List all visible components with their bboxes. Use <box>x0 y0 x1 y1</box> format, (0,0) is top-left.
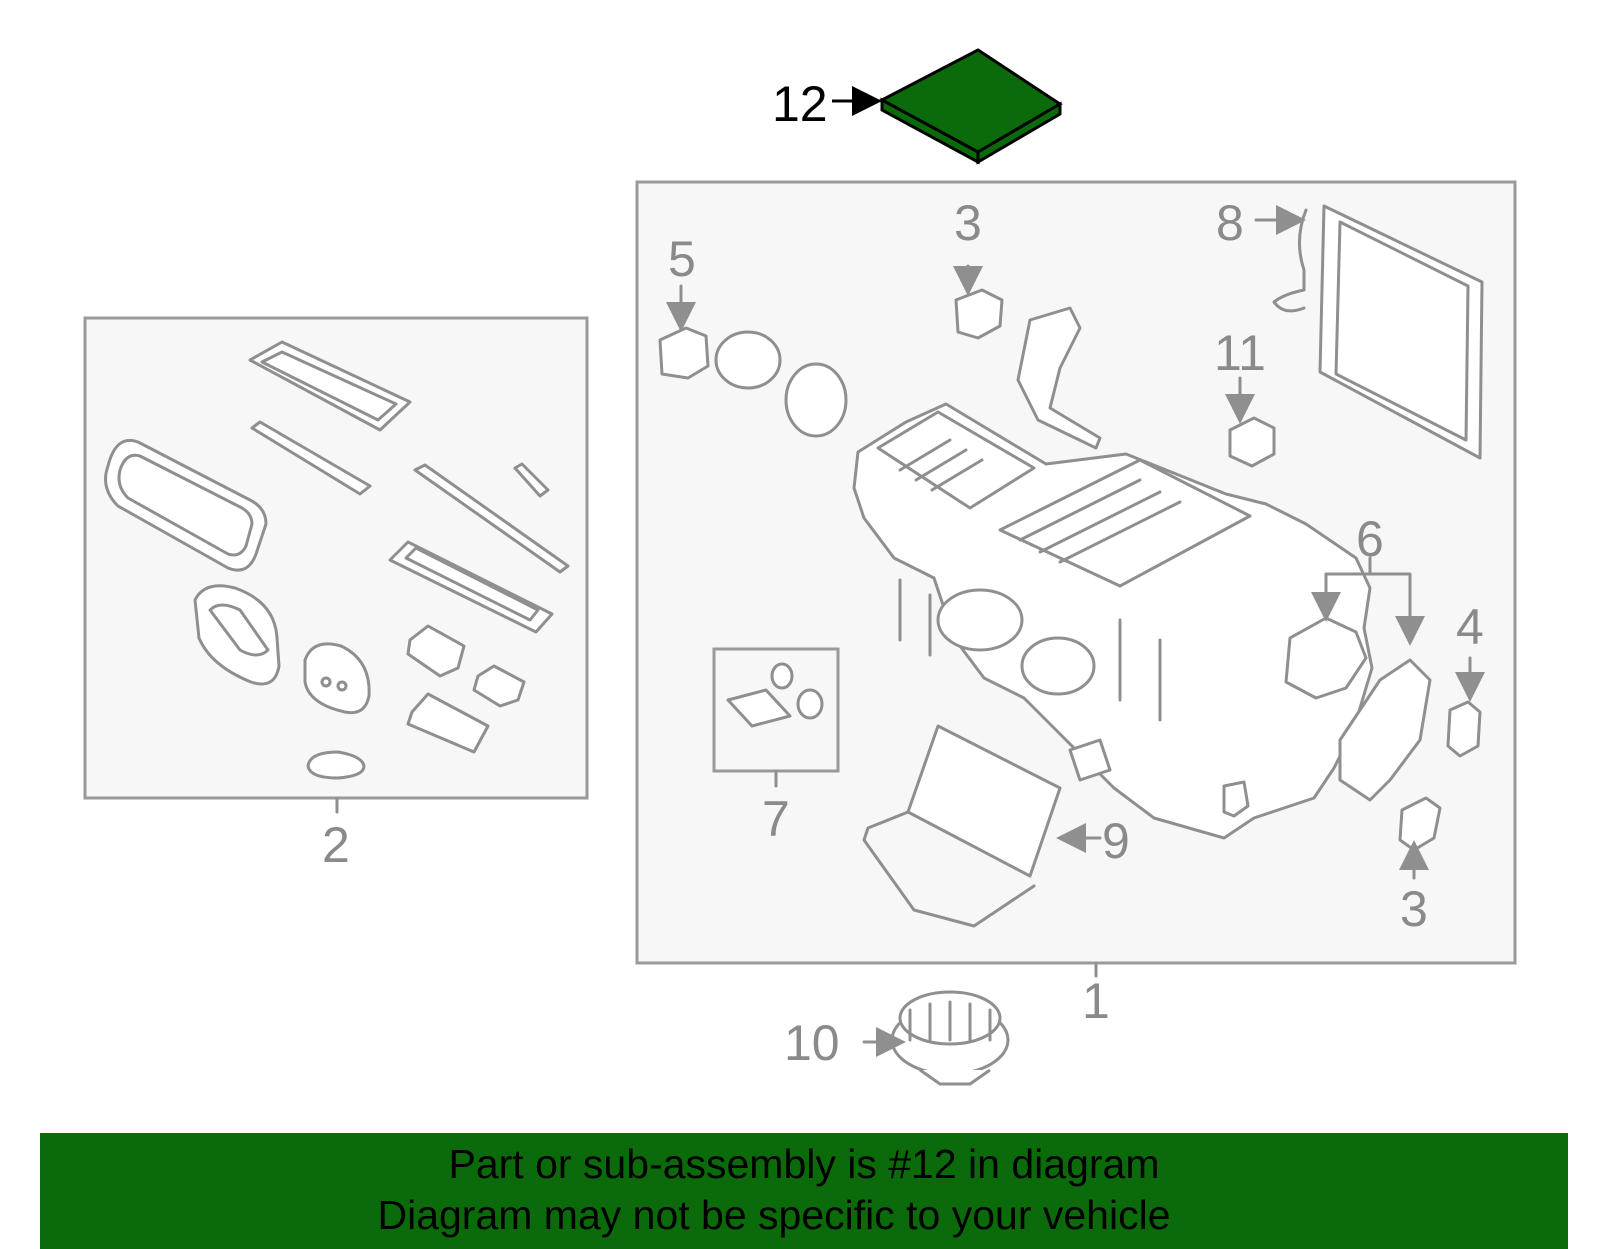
banner-line-2: Diagram may not be specific to your vehi… <box>377 1192 1171 1238</box>
evaporator-core-part <box>1272 204 1484 460</box>
sensor-part <box>726 662 824 728</box>
seal-kit-parts <box>104 340 570 780</box>
callout-7: 7 <box>762 791 790 847</box>
callout-8: 8 <box>1216 195 1244 251</box>
heater-core-part <box>862 724 1062 928</box>
actuator-parts <box>658 288 1482 852</box>
callout-12: 12 <box>772 76 828 132</box>
callout-5: 5 <box>668 231 696 287</box>
callout-6: 6 <box>1356 511 1384 567</box>
banner-line-1: Part or sub-assembly is #12 in diagram <box>448 1141 1160 1187</box>
callout-3-top: 3 <box>954 195 982 251</box>
callout-2: 2 <box>322 817 350 873</box>
info-banner: Part or sub-assembly is #12 in diagram D… <box>40 1133 1568 1249</box>
callout-1: 1 <box>1082 973 1110 1029</box>
cabin-air-filter-part[interactable] <box>878 48 1063 165</box>
callout-4: 4 <box>1456 599 1484 655</box>
callout-11: 11 <box>1214 325 1266 381</box>
callout-9: 9 <box>1102 813 1130 869</box>
callout-3-bottom: 3 <box>1400 881 1428 937</box>
callout-10: 10 <box>784 1015 840 1071</box>
hvac-case-assembly <box>852 402 1374 840</box>
blower-motor-part <box>890 990 1010 1086</box>
